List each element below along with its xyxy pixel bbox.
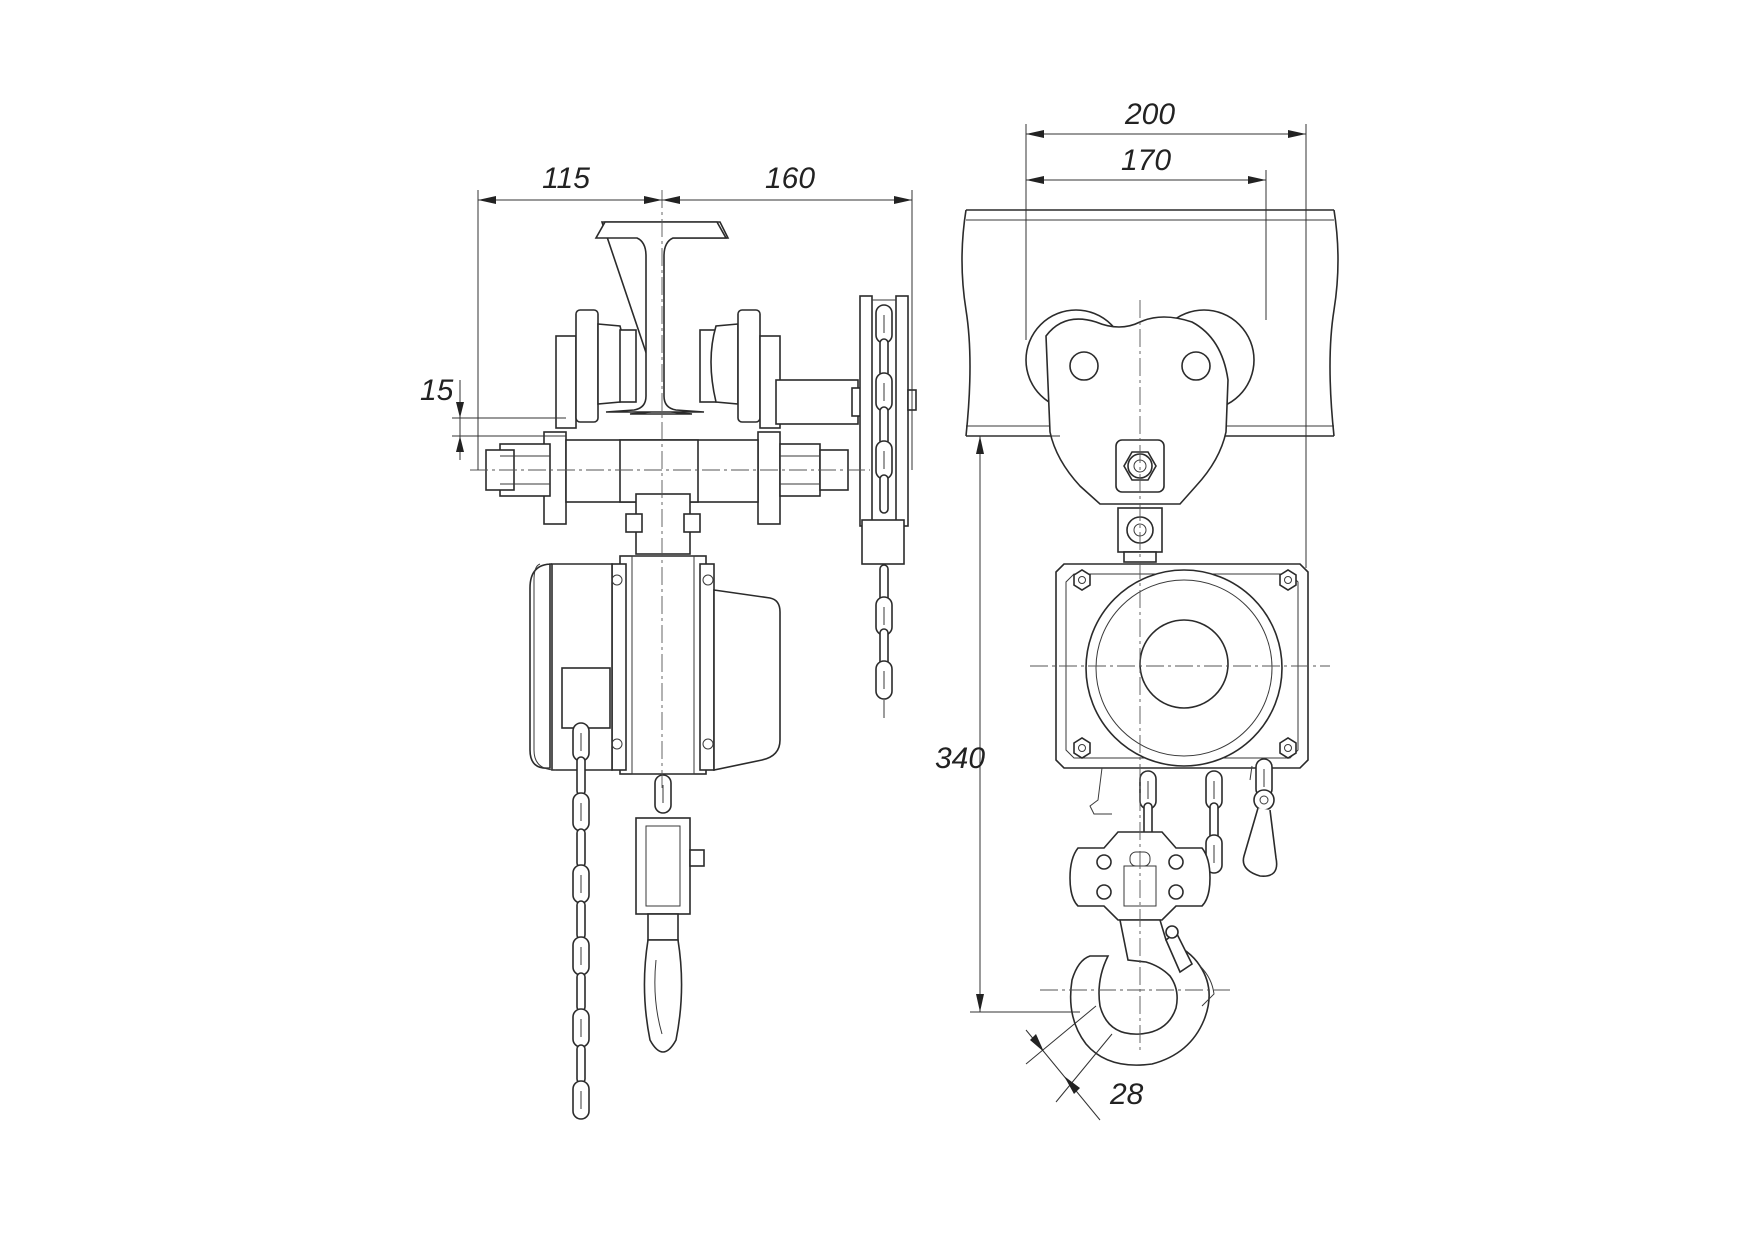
front-chains xyxy=(1089,758,1278,877)
dimension-15: 15 xyxy=(420,374,566,460)
suspension-lug xyxy=(625,493,701,555)
dimension-200: 200 xyxy=(1025,98,1307,568)
load-chain-side xyxy=(572,722,590,1120)
dim-label-340: 340 xyxy=(935,742,985,775)
bottom-block-side xyxy=(635,774,705,1053)
hand-chain-upper xyxy=(875,304,893,514)
drive-shaft xyxy=(775,379,859,425)
trolley-frame xyxy=(1025,309,1255,505)
dim-label-160: 160 xyxy=(765,162,815,195)
trolley-wheel-left xyxy=(555,309,637,429)
dim-label-170: 170 xyxy=(1121,144,1171,177)
side-view: 115 160 15 xyxy=(420,162,917,1120)
dimension-28: 28 xyxy=(1025,1005,1144,1121)
dimension-160: 160 xyxy=(662,162,913,470)
dim-label-115: 115 xyxy=(542,162,590,195)
main-axle xyxy=(485,439,849,503)
dimension-115: 115 xyxy=(477,162,662,470)
trolley-wheel-right xyxy=(699,309,781,429)
front-view: 200 170 340 28 xyxy=(935,98,1339,1121)
dim-label-28: 28 xyxy=(1109,1078,1144,1111)
chain-guide-block xyxy=(861,519,905,565)
dim-label-200: 200 xyxy=(1124,98,1175,131)
i-beam-section xyxy=(594,221,730,415)
side-plate-right xyxy=(757,431,781,525)
dim-label-15: 15 xyxy=(420,374,454,407)
hoist-body xyxy=(529,555,781,775)
hoist-housing xyxy=(1055,563,1309,769)
dimension-170: 170 xyxy=(1026,144,1267,320)
hand-chain-lower xyxy=(875,564,893,718)
load-hook xyxy=(1069,919,1215,1066)
dimension-340: 340 xyxy=(935,435,1080,1013)
